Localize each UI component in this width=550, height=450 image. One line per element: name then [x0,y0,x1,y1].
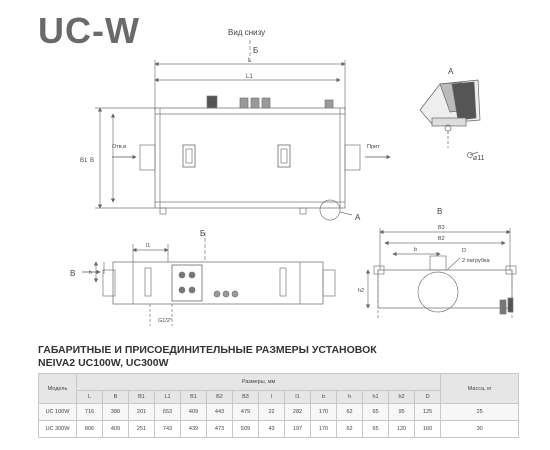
dim-b-small-label: b [414,247,417,253]
dimension-cell: 170 [310,420,337,438]
hole-diameter-label: ⌀11 [473,155,485,162]
dim-b2-label: B2 [438,236,445,242]
dim-h-label: h [89,270,92,276]
dim-l1-label: L1 [246,74,253,80]
dimension-cell: 409 [180,403,207,421]
dimension-cell: 62 [336,420,363,438]
dimension-cell: 653 [154,403,181,421]
column-header: l1 [284,390,311,404]
column-header: L1 [154,390,181,404]
dimension-cell: 806 [76,420,103,438]
dimension-cell: 197 [284,420,311,438]
dim-b3-label: B3 [438,225,445,231]
thread-label: G1/2" [158,318,172,324]
view-v-drawing [365,228,517,320]
dimension-cell: 65 [362,420,389,438]
top-view-drawing [95,40,391,221]
view-b-drawing [82,232,336,326]
supply-label: Прит [367,144,380,150]
dimensions-heading: ГАБАРИТНЫЕ И ПРИСОЕДИНИТЕЛЬНЫЕ РАЗМЕРЫ У… [38,344,518,370]
callout-a-label: А [355,213,361,222]
dimension-cell: 65 [362,403,389,421]
dim-d-label: D [462,248,466,254]
arrow-b-label: В [70,269,75,278]
column-header: b [310,390,337,404]
dimension-cell: 479 [232,403,259,421]
dimension-cell: 251 [128,420,155,438]
mass-header: Масса, кг [440,373,520,404]
bottom-view-label: Вид снизу [228,28,265,37]
model-header: Модель [38,373,77,404]
dim-l-label: L [248,58,252,64]
column-header: h1 [362,390,389,404]
mass-cell: 25 [440,403,520,421]
column-header: L [76,390,103,404]
dimension-cell: 62 [336,403,363,421]
view-v-heading: В [437,207,442,216]
heading-line-1: ГАБАРИТНЫЕ И ПРИСОЕДИНИТЕЛЬНЫЕ РАЗМЕРЫ У… [38,344,377,356]
dimension-cell: 409 [102,420,129,438]
dims-header: Размеры, мм [75,373,442,391]
section-b-label: Б [253,46,258,55]
dimension-cell: 125 [413,403,442,421]
dimension-cell: 509 [232,420,259,438]
column-header: l [258,390,285,404]
pipes-label: 2 патрубка [462,258,491,264]
dimension-cell: 380 [102,403,129,421]
dim-b-label: B [90,158,94,164]
page-title: UC-W [38,10,140,51]
dimension-cell: 120 [388,420,415,438]
column-header: h [336,390,363,404]
detail-a-drawing [419,79,481,158]
column-header: h2 [388,390,415,404]
detail-a-label: А [448,67,454,76]
dim-b1-label: B1 [80,158,88,164]
dimension-cell: 716 [76,403,103,421]
column-header: B3 [232,390,259,404]
dimension-cell: 95 [388,403,415,421]
model-cell: UC 300W [38,420,77,438]
dimension-cell: 201 [128,403,155,421]
dimension-cell: 43 [258,420,285,438]
dimension-cell: 170 [310,403,337,421]
dimension-cell: 443 [206,403,233,421]
column-header: D [413,390,442,404]
model-cell: UC 100W [38,403,77,421]
dim-l1-b-label: l1 [146,243,150,249]
column-header: B2 [206,390,233,404]
dimension-cell: 743 [154,420,181,438]
exhaust-label: Отв.в [112,144,126,150]
mass-cell: 30 [440,420,520,438]
dimension-cell: 473 [206,420,233,438]
dimension-cell: 160 [413,420,442,438]
heading-line-2: NEIVA2 UC100W, UC300W [38,357,169,369]
view-b-heading: Б [200,229,205,238]
column-header: B1 [128,390,155,404]
column-header: B1 [180,390,207,404]
dimension-cell: 439 [180,420,207,438]
dimension-cell: 22 [258,403,285,421]
column-header: B [102,390,129,404]
technical-drawings: Вид снизу Б L L1 B1 B Отв.в Прит А А ⌀11 [70,28,517,326]
dimension-cell: 282 [284,403,311,421]
dim-h2-label: h2 [358,288,364,294]
